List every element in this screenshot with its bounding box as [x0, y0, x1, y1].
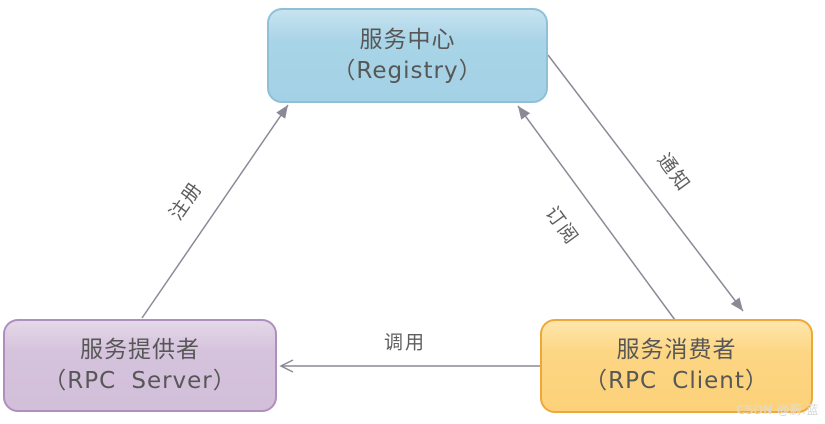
node-rpc-client: 服务消费者 （RPC Client）	[540, 319, 813, 413]
node-rpc-server: 服务提供者 （RPC Server）	[3, 319, 277, 412]
watermark-text: CSDN @蔚.蓝	[736, 403, 819, 417]
edge-register-line	[141, 104, 289, 319]
node-rpc-server-title: 服务提供者	[80, 336, 200, 363]
edge-invoke-label: 调用	[383, 331, 427, 354]
edge-notify-line	[547, 54, 744, 312]
node-rpc-client-title: 服务消费者	[616, 337, 737, 363]
node-rpc-client-subtitle: （RPC Client）	[584, 368, 769, 394]
node-rpc-server-subtitle: （RPC Server）	[43, 367, 237, 394]
node-registry: 服务中心 （Registry）	[267, 8, 548, 103]
node-registry-title: 服务中心	[359, 26, 456, 53]
node-registry-subtitle: （Registry）	[332, 57, 483, 84]
edge-subscribe-line	[517, 105, 676, 321]
